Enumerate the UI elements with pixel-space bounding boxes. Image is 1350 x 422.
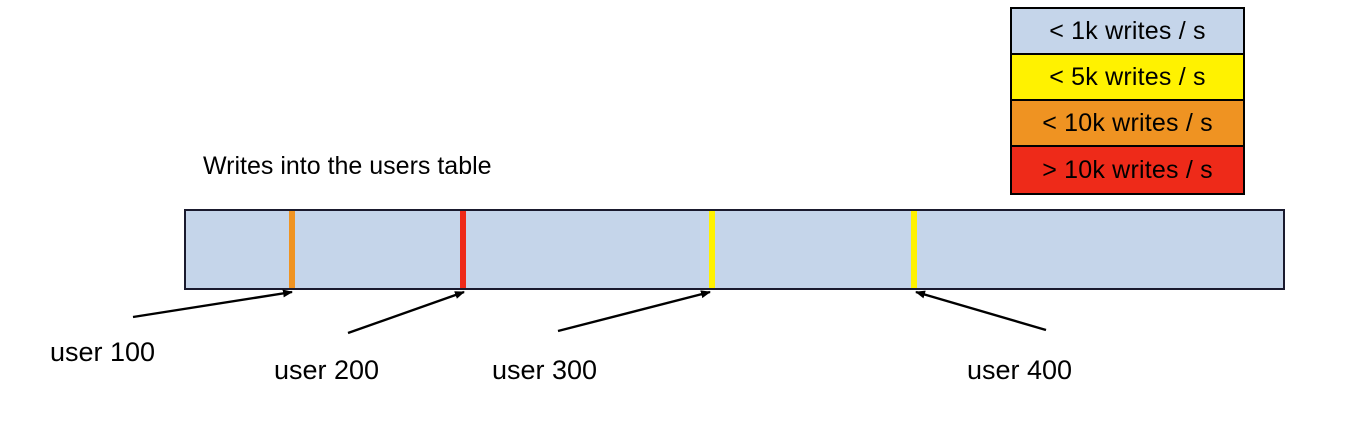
label-user-200: user 200 bbox=[274, 355, 380, 385]
legend-row-under-5k: < 5k writes / s bbox=[1012, 55, 1243, 101]
legend-label-under-5k: < 5k writes / s bbox=[1049, 62, 1206, 91]
users-table-bar bbox=[184, 209, 1285, 290]
write-rate-legend: < 1k writes / s < 5k writes / s < 10k wr… bbox=[1010, 7, 1245, 195]
stripe-user-100 bbox=[289, 211, 295, 288]
arrow-user-200 bbox=[347, 290, 465, 335]
arrow-user-300 bbox=[557, 290, 711, 333]
legend-row-over-10k: > 10k writes / s bbox=[1012, 147, 1243, 193]
legend-label-over-10k: > 10k writes / s bbox=[1042, 155, 1213, 184]
label-user-300: user 300 bbox=[492, 355, 598, 385]
label-user-400: user 400 bbox=[967, 355, 1073, 385]
legend-row-under-10k: < 10k writes / s bbox=[1012, 101, 1243, 147]
legend-row-under-1k: < 1k writes / s bbox=[1012, 9, 1243, 55]
stripe-user-400 bbox=[911, 211, 917, 288]
legend-label-under-10k: < 10k writes / s bbox=[1042, 108, 1213, 137]
bar-base-fill bbox=[186, 211, 1283, 288]
chart-title: Writes into the users table bbox=[203, 152, 492, 180]
stripe-user-200 bbox=[460, 211, 466, 288]
label-user-100: user 100 bbox=[50, 337, 156, 367]
arrow-user-100 bbox=[132, 289, 293, 319]
legend-label-under-1k: < 1k writes / s bbox=[1049, 16, 1206, 45]
arrow-user-400 bbox=[915, 290, 1047, 332]
stripe-user-300 bbox=[709, 211, 715, 288]
